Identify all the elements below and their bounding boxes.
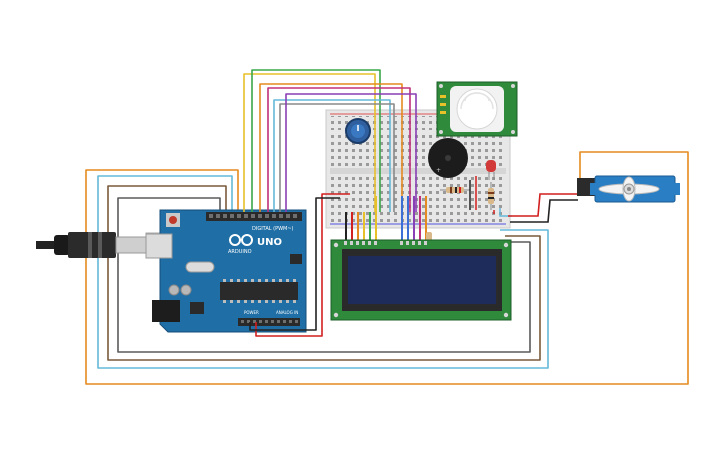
wire-yellow	[243, 73, 376, 212]
analog-label: ANALOG IN	[276, 310, 298, 315]
signal-wires	[243, 69, 417, 337]
arduino-uno: DIGITAL (PWM~) UNO ARDUINO POWER ANALOG …	[145, 209, 307, 333]
pir-dome-icon	[456, 88, 498, 130]
loop-wires	[85, 151, 689, 385]
lcd-16x2	[330, 239, 512, 321]
svg-text:+: +	[436, 167, 441, 174]
usb-port	[145, 233, 173, 259]
red-led	[486, 160, 496, 180]
digital-header-label: DIGITAL (PWM~)	[252, 226, 294, 232]
arduino-logo-icon	[229, 234, 253, 246]
wire-magenta	[267, 87, 411, 212]
lcd-screen	[348, 256, 496, 304]
wire-orange-short	[259, 83, 403, 212]
wire-red-power	[255, 193, 350, 337]
wire-lightblue-lcd	[97, 175, 549, 369]
power-label: POWER	[244, 310, 259, 315]
pir-sensor	[436, 81, 518, 137]
wire-orange-servo-signal	[85, 151, 689, 385]
piezo-buzzer: +	[428, 138, 468, 178]
wire-gray-short	[279, 103, 395, 212]
power-header	[238, 318, 300, 326]
wire-purple	[285, 93, 417, 212]
potentiometer[interactable]	[345, 118, 371, 144]
arduino-brand: ARDUINO	[228, 249, 252, 255]
arduino-model: UNO	[257, 237, 282, 248]
atmega-chip	[220, 282, 298, 300]
lcd-jumpers	[345, 196, 427, 242]
power-jack	[152, 300, 180, 322]
wire-green	[251, 69, 381, 212]
servo-motor	[577, 175, 680, 203]
servo-wires	[508, 193, 578, 223]
wire-lightblue-short	[273, 99, 391, 212]
wire-brown-lcd	[107, 185, 541, 361]
wire-black-ground	[249, 197, 340, 331]
wire-gray-lcd	[117, 197, 531, 353]
